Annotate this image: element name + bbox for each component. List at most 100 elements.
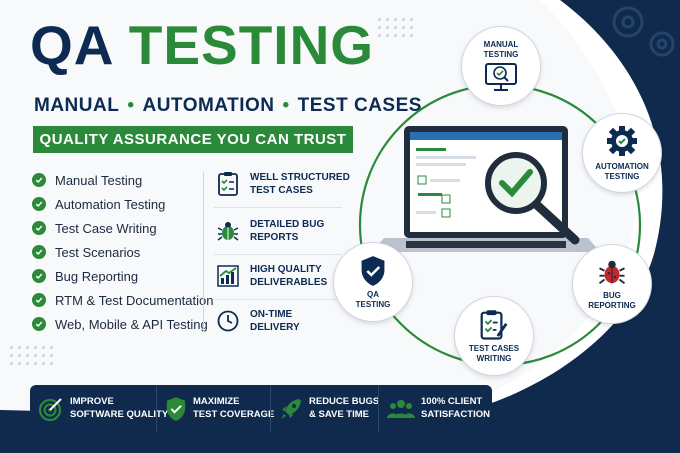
feature-divider xyxy=(214,254,342,255)
column-divider xyxy=(203,172,204,332)
list-item: Manual Testing xyxy=(32,168,213,192)
magnifier-handle xyxy=(532,200,580,245)
shield-check-icon xyxy=(165,395,187,423)
bubble-line: MANUAL xyxy=(483,39,519,49)
bubble-line: TESTING xyxy=(355,299,391,309)
list-item: Test Scenarios xyxy=(32,240,213,264)
benefit-line: SATISFACTION xyxy=(421,408,490,420)
feature-line: HIGH QUALITY xyxy=(250,264,322,275)
benefit-line: MAXIMIZE xyxy=(193,396,240,408)
service-label: RTM & Test Documentation xyxy=(55,292,214,308)
bubble-line: REPORTING xyxy=(588,301,636,310)
list-item: Automation Testing xyxy=(32,192,213,216)
target-icon xyxy=(38,395,64,423)
check-icon xyxy=(32,317,46,331)
check-icon xyxy=(32,173,46,187)
title-qa: QA xyxy=(30,14,113,76)
list-item: Bug Reporting xyxy=(32,264,213,288)
check-icon xyxy=(32,245,46,259)
users-icon xyxy=(387,395,415,423)
laptop-illustration xyxy=(358,83,642,367)
benefit-line: TEST COVERAGE xyxy=(193,408,275,420)
dots-decoration-top xyxy=(378,18,413,37)
feature-divider xyxy=(214,299,342,300)
bubble-line: TEST CASES xyxy=(468,343,520,353)
service-label: Bug Reporting xyxy=(55,268,139,284)
list-item: RTM & Test Documentation xyxy=(32,288,213,312)
benefit-line: & SAVE TIME xyxy=(309,408,369,420)
list-item: Test Case Writing xyxy=(32,216,213,240)
service-label: Automation Testing xyxy=(55,196,166,212)
clipboard-pen-icon xyxy=(480,310,508,340)
tagline-banner: QUALITY ASSURANCE YOU CAN TRUST xyxy=(33,126,353,153)
feature-line: REPORTS xyxy=(250,232,299,243)
monitor-check-icon xyxy=(485,63,517,92)
feature-line: ON-TIME xyxy=(250,309,293,320)
benefit-line: SOFTWARE QUALITY xyxy=(70,408,169,420)
subtitle-separator: • xyxy=(282,95,290,116)
feature-divider xyxy=(214,207,342,208)
benefit-item: REDUCE BUGS& SAVE TIME xyxy=(270,385,379,432)
feature-line: DETAILED BUG xyxy=(250,219,325,230)
dots-decoration-left xyxy=(10,346,53,365)
benefit-text: REDUCE BUGS& SAVE TIME xyxy=(309,396,379,421)
bubble-line: TESTING xyxy=(604,172,640,181)
screen-header-bar xyxy=(410,132,562,140)
benefit-line: 100% CLIENT xyxy=(421,396,483,408)
check-icon xyxy=(32,269,46,283)
list-item: Web, Mobile & API Testing xyxy=(32,312,213,336)
service-label: Test Scenarios xyxy=(55,244,141,260)
gear-check-icon xyxy=(607,126,637,157)
clock-icon xyxy=(214,307,242,335)
check-icon xyxy=(32,221,46,235)
feature-line: DELIVERY xyxy=(250,322,300,333)
service-label: Web, Mobile & API Testing xyxy=(55,316,208,332)
magnifier-checkmark xyxy=(499,169,533,198)
title-testing: TESTING xyxy=(128,14,375,76)
laptop-keyboard xyxy=(406,241,566,248)
subtitle-test-cases: TEST CASES xyxy=(297,95,422,116)
feature-item: HIGH QUALITY DELIVERABLES xyxy=(214,262,380,290)
check-icon xyxy=(32,293,46,307)
subtitle-separator: • xyxy=(127,95,135,116)
bubble-line: WRITING xyxy=(476,353,512,363)
feature-item: ON-TIME DELIVERY xyxy=(214,307,380,335)
feature-line: TEST CASES xyxy=(250,185,313,196)
service-label: Manual Testing xyxy=(55,172,143,188)
benefit-line: IMPROVE xyxy=(70,396,114,408)
bubble-line: BUG xyxy=(603,291,621,301)
subtitle-manual: MANUAL xyxy=(34,95,120,116)
feature-line: DELIVERABLES xyxy=(250,277,328,288)
feature-text: ON-TIME DELIVERY xyxy=(250,308,380,334)
bug-icon xyxy=(214,217,242,245)
checklist-icon xyxy=(214,170,242,198)
feature-item: DETAILED BUG REPORTS xyxy=(214,217,380,245)
subtitle: MANUAL • AUTOMATION • TEST CASES xyxy=(34,95,422,117)
feature-text: DETAILED BUG REPORTS xyxy=(250,218,380,244)
feature-text: HIGH QUALITY DELIVERABLES xyxy=(250,263,380,289)
bubble-line: AUTOMATION xyxy=(595,162,649,172)
gear-decoration xyxy=(612,6,675,57)
subtitle-automation: AUTOMATION xyxy=(142,95,275,116)
rocket-icon xyxy=(279,395,303,423)
